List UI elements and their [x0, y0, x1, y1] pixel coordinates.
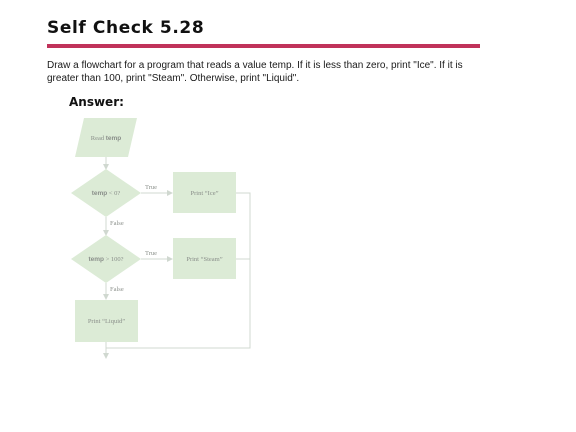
- prompt-line-2: greater than 100, print "Steam". Otherwi…: [47, 73, 300, 84]
- question-prompt: Draw a flowchart for a program that read…: [47, 59, 527, 85]
- slide-title: Self Check 5.28: [47, 18, 205, 38]
- action-liquid-box: [75, 300, 138, 342]
- decision-diamond-2: [71, 235, 141, 283]
- decision-2-false-label: False: [110, 286, 124, 293]
- action-ice-label: Print “Ice”: [191, 190, 219, 197]
- decision-2-true-label: True: [145, 250, 157, 257]
- flowchart-connectors: [103, 157, 251, 359]
- decision-1-condition: < 0?: [107, 190, 120, 197]
- action-ice-box: [173, 172, 236, 213]
- decision-diamond-1: [71, 169, 141, 217]
- decision-1-true-label: True: [145, 184, 157, 191]
- decision-2-condition: > 100?: [104, 256, 124, 263]
- action-node-ice: Print “Ice”: [173, 172, 236, 213]
- decision-1-variable: temp: [92, 190, 108, 197]
- input-variable: temp: [106, 135, 122, 142]
- decision-2-variable: temp: [88, 256, 104, 263]
- decision-node-2: temp > 100? True False: [71, 235, 157, 293]
- input-parallelogram: [75, 118, 137, 157]
- decision-1-label: temp < 0?: [92, 190, 121, 197]
- prompt-line-1: Draw a flowchart for a program that read…: [47, 60, 463, 71]
- decision-node-1: temp < 0? True False: [71, 169, 157, 227]
- action-node-liquid: Print “Liquid”: [75, 300, 138, 342]
- decision-2-label: temp > 100?: [88, 256, 123, 263]
- answer-label: Answer:: [69, 95, 124, 109]
- input-prefix: Read: [91, 135, 106, 142]
- action-node-steam: Print “Steam”: [173, 238, 236, 279]
- action-steam-label: Print “Steam”: [186, 256, 222, 263]
- input-node-label: Read temp: [91, 135, 122, 142]
- merge-line-right: [106, 192, 251, 349]
- title-underline: [47, 44, 480, 48]
- action-steam-box: [173, 238, 236, 279]
- decision-1-false-label: False: [110, 220, 124, 227]
- input-node: Read temp: [75, 118, 137, 157]
- action-liquid-label: Print “Liquid”: [88, 318, 125, 325]
